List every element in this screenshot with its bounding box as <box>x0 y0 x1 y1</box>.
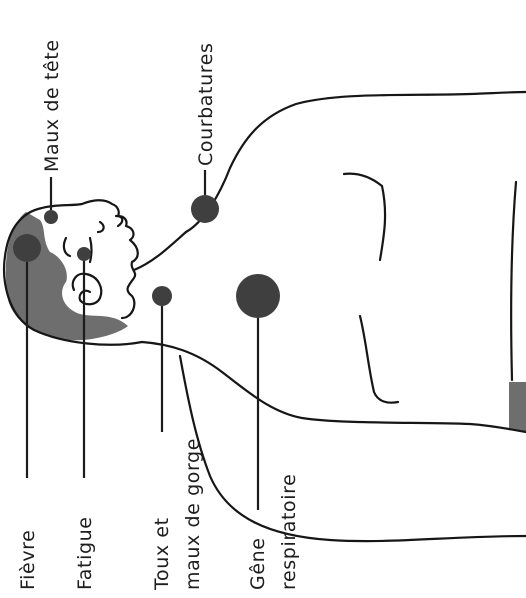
cough-spot <box>152 286 172 306</box>
rib-line-upper <box>344 174 385 260</box>
chest-shading <box>509 382 526 432</box>
neck-back <box>142 342 526 432</box>
headache-label: Maux de tête <box>41 39 63 172</box>
ear <box>73 274 101 305</box>
fatigue-spot <box>77 247 91 261</box>
fatigue-label: Fatigue <box>74 516 96 590</box>
rib-line-lower <box>360 316 398 403</box>
hair-shading <box>6 212 128 340</box>
eye <box>90 238 92 262</box>
headache-spot <box>44 210 58 224</box>
aches-label: Courbatures <box>195 42 217 166</box>
cough-label-line1: Toux et <box>151 517 173 591</box>
chest-contour <box>180 356 526 541</box>
breathing-label-line1: Gêne <box>247 537 269 590</box>
shoulder-line <box>186 92 526 232</box>
breathing-label-line2: respiratoire <box>278 474 300 590</box>
face-detail <box>64 216 122 256</box>
neck-front <box>134 232 186 270</box>
aches-spot <box>191 195 219 223</box>
fever-label: Fièvre <box>17 530 39 590</box>
fever-spot <box>13 234 41 262</box>
chest-edge <box>511 182 516 380</box>
cough-label-line2: maux de gorge <box>182 438 204 590</box>
breathing-spot <box>236 274 280 318</box>
